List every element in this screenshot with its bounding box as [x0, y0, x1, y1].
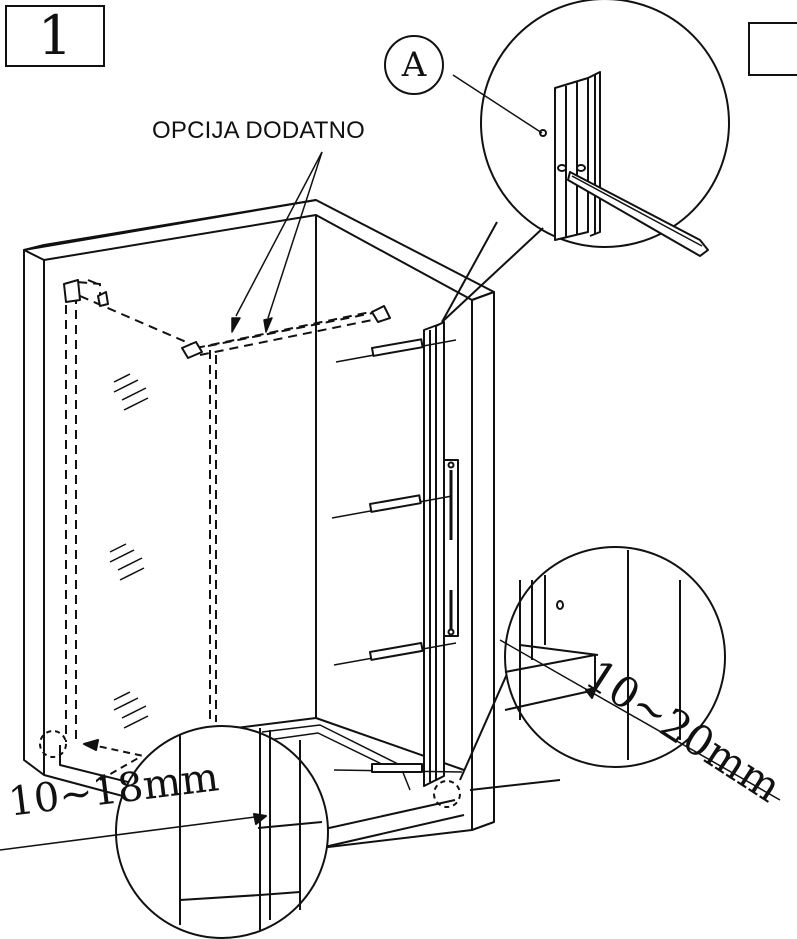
optional-panel-dashed	[65, 279, 383, 745]
next-step-box	[748, 22, 797, 76]
wall-screws	[331, 338, 463, 773]
detail-left-magnifier	[0, 725, 329, 939]
detail-a-magnifier	[441, 0, 730, 323]
glass-hatch-marks	[109, 373, 149, 729]
stabilizer-brackets	[63, 279, 391, 359]
step-number: 1	[5, 5, 105, 67]
detail-right-magnifier	[433, 546, 781, 808]
optional-callout: OPCIJA DODATNO	[152, 117, 366, 144]
wall-frame	[23, 199, 495, 849]
callout-leaders	[231, 151, 323, 333]
detail-a-label: A	[384, 35, 444, 95]
wall-profile	[423, 321, 459, 787]
